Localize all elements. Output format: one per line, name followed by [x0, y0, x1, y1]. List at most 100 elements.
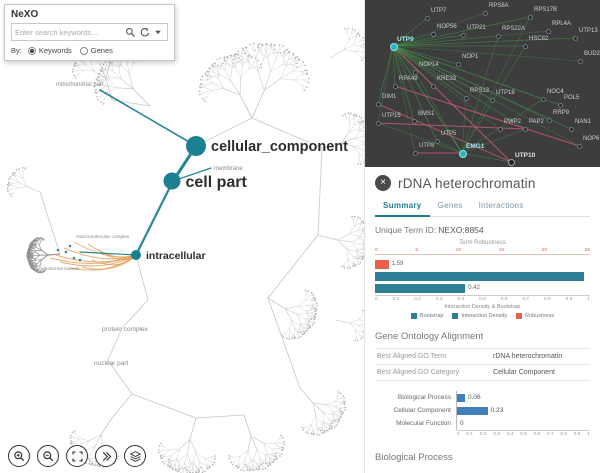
gene-node-UTP9[interactable]: UTP9: [390, 36, 414, 51]
gene-node-label: UTP10: [515, 152, 536, 159]
gene-node-label: UTP8: [419, 143, 435, 149]
gene-node-UTP5[interactable]: UTP5: [435, 131, 456, 144]
axis-tick: 0.5: [479, 297, 486, 302]
decor: [140, 27, 149, 36]
gene-node-NOP14[interactable]: NOP14: [413, 62, 439, 75]
gene-node-RPS22A[interactable]: RPS22A: [496, 26, 525, 39]
fit-button[interactable]: [66, 445, 88, 467]
gene-node-NAN1[interactable]: NAN1: [569, 119, 591, 132]
radio-icon[interactable]: [27, 46, 36, 55]
radio-icon[interactable]: [79, 46, 88, 55]
term-label[interactable]: mitochondrial part: [56, 82, 104, 88]
ontology-node-label: intracellular: [146, 250, 206, 262]
gene-node-HSC82[interactable]: HSC82: [523, 36, 548, 49]
term-label[interactable]: macromolecular complex: [76, 234, 130, 240]
gene-node-NOC4[interactable]: NOC4: [541, 89, 564, 102]
gene-node-RPS13[interactable]: RPS13: [464, 88, 489, 101]
ontology-node-cellular_component[interactable]: [186, 136, 206, 156]
bar-track: 0.06: [456, 391, 590, 404]
gene-node-label: RPA49: [399, 76, 418, 82]
gene-node-UTP7[interactable]: UTP7: [425, 8, 446, 21]
app-title: NeXO: [11, 9, 39, 20]
gene-node-UTP15[interactable]: UTP15: [376, 113, 401, 126]
legend-swatch: [410, 313, 417, 319]
dropdown-caret-icon[interactable]: [152, 26, 164, 38]
search-icon[interactable]: [124, 26, 136, 38]
network-edges: [377, 12, 581, 163]
gene-node-dot: [376, 121, 381, 126]
gene-node-NOP1[interactable]: NOP1: [456, 54, 478, 67]
go-row-value: Cellular Component: [493, 369, 555, 376]
gene-node-PAP2[interactable]: PAP2: [523, 119, 544, 132]
ontology-node-label: cellular_component: [211, 139, 348, 155]
term-label[interactable]: protein complex: [102, 326, 149, 333]
zoom-toolbar: [8, 445, 146, 467]
gene-node-label: NOP56: [437, 24, 457, 30]
search-input[interactable]: [15, 27, 122, 37]
details-tabs: Summary Genes Interactions: [375, 198, 590, 217]
gene-node-RPS17B[interactable]: RPS17B: [528, 7, 557, 20]
axis-tick: 0.3: [493, 432, 500, 437]
gene-node-DIM1[interactable]: DIM1: [376, 94, 396, 107]
axis-spacer: [375, 430, 457, 438]
gene-node-BMS1[interactable]: BMS1: [412, 111, 434, 124]
gene-node-label: DIM1: [382, 94, 397, 100]
gene-node-NOP56[interactable]: NOP56: [431, 24, 457, 37]
category-label: Molecular Function: [396, 420, 451, 427]
search-box[interactable]: [11, 23, 168, 41]
gene-node-UTP10[interactable]: UTP10: [508, 152, 535, 166]
tab-interactions[interactable]: Interactions: [478, 201, 524, 210]
ontology-node-intracellular[interactable]: [131, 250, 141, 260]
legend-swatch: [452, 313, 459, 319]
gene-node-UTP21[interactable]: UTP21: [461, 25, 486, 38]
gene-node-label: NAN1: [575, 119, 592, 125]
axis-tick: 0.4: [506, 432, 514, 437]
gene-node-UTP13[interactable]: UTP13: [573, 28, 598, 41]
refresh-icon[interactable]: [138, 26, 150, 38]
bar-value-label: 0.23: [490, 407, 504, 414]
gene-node-dot: [390, 43, 398, 51]
term-label[interactable]: ribosomal subunit: [42, 266, 80, 272]
gene-node-KRE33[interactable]: KRE33: [431, 76, 456, 89]
gene-node-dot: [523, 127, 528, 132]
gene-node-NOP6[interactable]: NOP6: [577, 136, 599, 149]
tab-summary[interactable]: Summary: [375, 198, 430, 217]
term-label[interactable]: nuclear part: [94, 360, 129, 367]
gene-node-RPS8A[interactable]: RPS8A: [483, 3, 509, 16]
gene-node-RRP9[interactable]: RRP9: [547, 110, 569, 123]
gene-node-PWP2[interactable]: PWP2: [498, 119, 521, 132]
gene-node-UTP18[interactable]: UTP18: [490, 90, 515, 103]
zoom-in-button[interactable]: [8, 445, 30, 467]
gene-node-dot: [490, 98, 495, 103]
layers-button[interactable]: [124, 445, 146, 467]
bar-value-label: 0: [460, 420, 464, 427]
zoom-out-button[interactable]: [37, 445, 59, 467]
forward-button[interactable]: [95, 445, 117, 467]
gene-node-label: BUD21: [584, 51, 600, 57]
search-mode-genes[interactable]: Genes: [79, 46, 113, 55]
ontology-node-cell_part[interactable]: [163, 172, 181, 190]
axis-tick: 0.2: [479, 432, 487, 437]
gene-node-EMG1[interactable]: EMG1: [459, 143, 484, 158]
close-icon[interactable]: ×: [375, 175, 391, 191]
gene-node-RPL4A[interactable]: RPL4A: [546, 21, 571, 34]
term-label[interactable]: membrane: [214, 166, 243, 172]
gene-node-BUD21[interactable]: BUD21: [578, 51, 600, 64]
axis-tick: 0.1: [392, 297, 400, 302]
search-mode-keywords[interactable]: Keywords: [27, 46, 72, 55]
gene-node-UTP8[interactable]: UTP8: [413, 143, 434, 156]
tab-genes[interactable]: Genes: [437, 201, 463, 210]
gene-node-POL5[interactable]: POL5: [558, 95, 579, 108]
gene-node-RPA49[interactable]: RPA49: [393, 76, 418, 89]
